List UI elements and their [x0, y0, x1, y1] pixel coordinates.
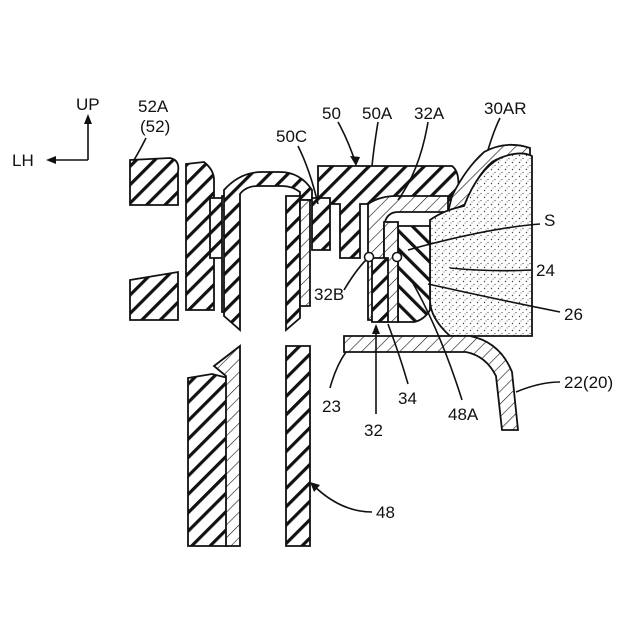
seal-dot-right [393, 253, 402, 262]
leader-32b [344, 260, 366, 290]
part-50c-right-wall [286, 196, 300, 330]
up-arrow-head [84, 114, 92, 124]
leader-23 [330, 352, 346, 388]
part-50c-channel [210, 172, 312, 330]
part-52a [130, 158, 214, 320]
leader-52a [134, 138, 146, 160]
part-22-plate [344, 336, 518, 430]
label-52: (52) [140, 117, 170, 136]
part-48-right [286, 346, 310, 546]
part-26 [384, 222, 430, 322]
leader-50-head [350, 156, 360, 166]
label-50c: 50C [276, 127, 307, 146]
part-50-left-tab [312, 198, 330, 250]
label-48: 48 [376, 503, 395, 522]
part-52a-lower [130, 272, 178, 320]
label-23: 23 [322, 397, 341, 416]
label-up: UP [76, 95, 100, 114]
left-arrow-head [46, 156, 56, 164]
leader-32-head [372, 324, 380, 334]
direction-indicator: UP LH [12, 95, 100, 170]
label-32a: 32A [414, 104, 445, 123]
part-48-left-bold [188, 374, 228, 546]
label-lh: LH [12, 151, 34, 170]
part-thin-right [300, 200, 310, 306]
part-52a-upper [130, 158, 178, 205]
leader-48 [312, 484, 372, 512]
part-34-strip [372, 258, 388, 322]
label-52a: 52A [138, 97, 169, 116]
label-30ar: 30AR [484, 99, 527, 118]
label-50: 50 [322, 104, 341, 123]
label-s: S [544, 211, 555, 230]
leader-22 [516, 382, 560, 392]
label-26: 26 [564, 305, 583, 324]
label-24: 24 [536, 261, 555, 280]
leader-30ar [488, 118, 500, 150]
label-50a: 50A [362, 104, 393, 123]
part-22 [344, 336, 518, 430]
label-32: 32 [364, 421, 383, 440]
label-48a: 48A [448, 405, 479, 424]
label-34: 34 [398, 389, 417, 408]
leader-34 [388, 324, 408, 384]
leader-50a [372, 122, 378, 166]
part-48 [188, 346, 310, 546]
label-32b: 32B [314, 285, 344, 304]
label-22-20: 22(20) [564, 373, 613, 392]
